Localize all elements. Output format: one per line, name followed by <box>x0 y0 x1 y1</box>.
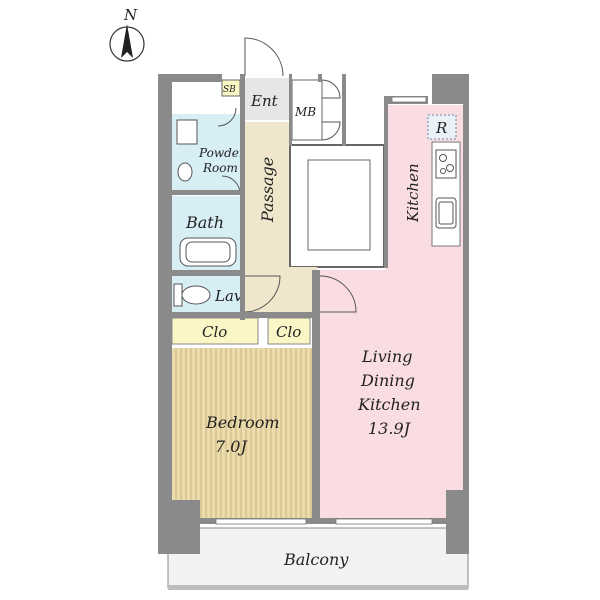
closet-left-label: Clo <box>202 323 227 341</box>
ldk-door <box>319 275 357 313</box>
sink-icon <box>435 197 457 229</box>
window-kitchen <box>391 96 427 103</box>
compass-label: N <box>123 6 138 24</box>
bathtub-icon <box>179 237 237 267</box>
bedroom-floor <box>172 348 314 518</box>
entrance-door <box>244 37 284 77</box>
bedroom-size-label: 7.0J <box>215 437 248 456</box>
window-bedroom <box>215 518 307 525</box>
meter-box <box>291 79 323 141</box>
north-arrow-icon: N <box>109 6 145 62</box>
bath-label: Bath <box>185 213 224 232</box>
powder-room-label-1: Powder <box>198 146 246 160</box>
refrigerator-space <box>427 114 457 140</box>
passage-floor <box>245 122 289 312</box>
wall-top-left <box>158 74 222 82</box>
entrance-label: Ent <box>250 92 279 110</box>
washbasin-icon <box>176 119 198 145</box>
ldk-label-line1: Living <box>361 347 412 366</box>
entrance-floor <box>245 78 289 120</box>
ldk-label-line3: Kitchen <box>357 395 421 414</box>
kitchen-label: Kitchen <box>404 163 422 223</box>
lavatory-label: Lav <box>214 287 243 305</box>
wall-left <box>158 74 172 554</box>
bedroom-label: Bedroom <box>205 413 280 432</box>
powder-room-label-2: Room <box>202 161 238 175</box>
refrigerator-label: R <box>435 119 447 137</box>
ldk-size-label: 13.9J <box>368 419 412 438</box>
balcony-label: Balcony <box>283 550 349 569</box>
void-shaft <box>289 144 385 268</box>
powder-sink-icon <box>177 162 193 182</box>
ldk-label-line2: Dining <box>360 371 415 390</box>
window-ldk <box>335 518 433 525</box>
toilet-icon <box>173 283 211 307</box>
shoe-box-label: SB <box>223 85 236 95</box>
wall-right <box>432 74 464 104</box>
meter-box-label: MB <box>294 105 316 119</box>
passage-label: Passage <box>258 157 277 223</box>
closet-right-label: Clo <box>276 323 301 341</box>
stove-icon <box>435 149 457 179</box>
balcony-floor <box>167 527 469 589</box>
